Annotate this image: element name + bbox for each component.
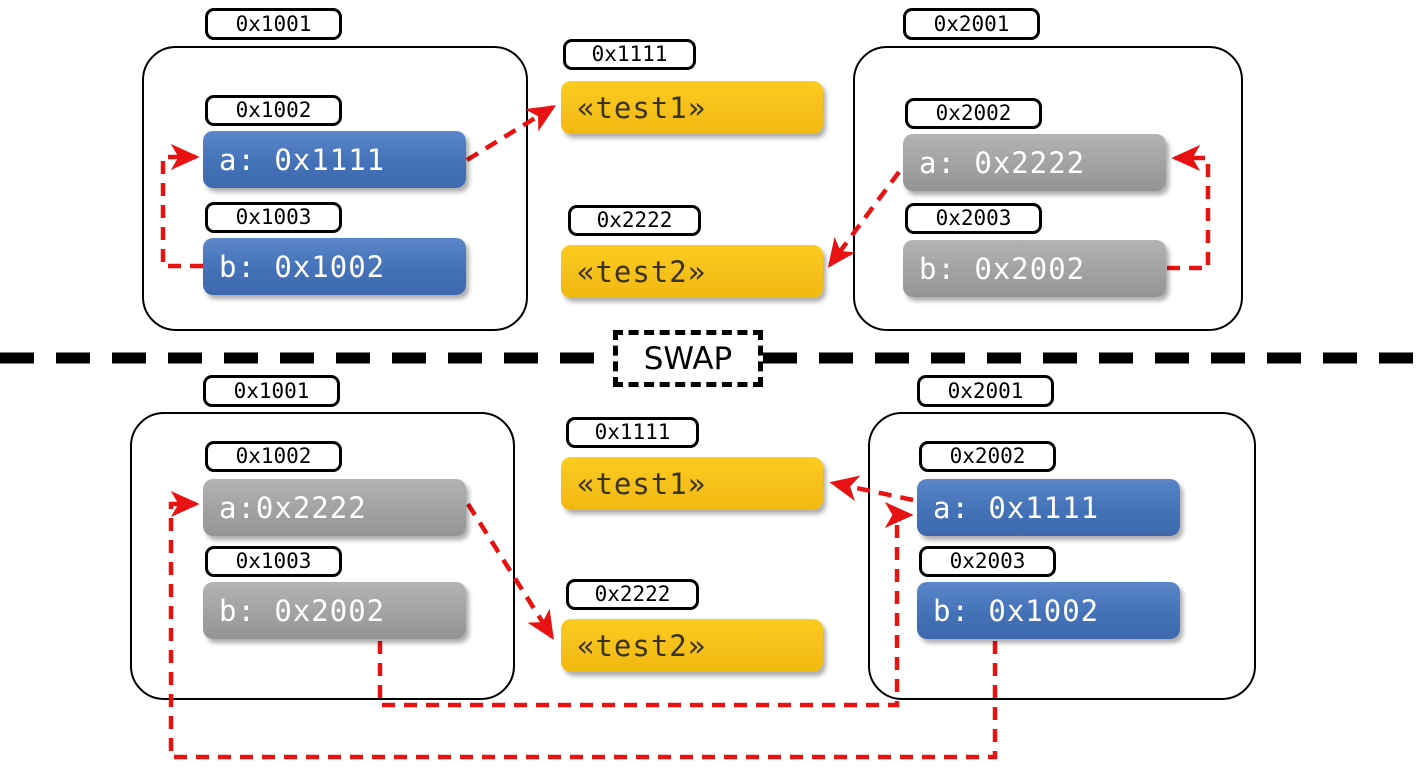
- address-tag-string-test1-before: 0x1111: [563, 39, 696, 70]
- address-tag-right-block-after: 0x2001: [917, 375, 1054, 407]
- address-tag-left-a-after: 0x1002: [205, 441, 342, 472]
- value-cell-right-a-before: a: 0x2222: [903, 134, 1166, 191]
- address-tag-string-test2-before: 0x2222: [568, 205, 701, 236]
- value-cell-left-a-after: a:0x2222: [203, 479, 466, 536]
- string-cell-test2-before: «test2»: [561, 245, 823, 298]
- address-tag-left-block-before: 0x1001: [205, 8, 342, 40]
- string-cell-test2-after: «test2»: [561, 619, 823, 672]
- value-cell-right-a-after: a: 0x1111: [917, 479, 1180, 536]
- address-tag-left-block-after: 0x1001: [203, 375, 340, 407]
- address-tag-right-b-before: 0x2003: [905, 203, 1042, 234]
- address-tag-right-b-after: 0x2003: [919, 546, 1056, 577]
- address-tag-string-test1-after: 0x1111: [566, 417, 699, 448]
- address-tag-right-a-after: 0x2002: [919, 441, 1056, 472]
- address-tag-right-a-before: 0x2002: [905, 98, 1042, 129]
- string-cell-test1-after: «test1»: [561, 457, 823, 510]
- string-cell-test1-before: «test1»: [561, 81, 823, 134]
- address-tag-left-b-before: 0x1003: [205, 202, 342, 233]
- value-cell-right-b-after: b: 0x1002: [917, 582, 1180, 639]
- value-cell-left-b-before: b: 0x1002: [203, 238, 466, 295]
- swap-label: SWAP: [613, 330, 763, 387]
- value-cell-left-a-before: a: 0x1111: [203, 131, 466, 188]
- address-tag-left-b-after: 0x1003: [205, 546, 342, 577]
- value-cell-right-b-before: b: 0x2002: [903, 240, 1166, 297]
- address-tag-left-a-before: 0x1002: [205, 95, 342, 126]
- address-tag-string-test2-after: 0x2222: [566, 579, 699, 610]
- value-cell-left-b-after: b: 0x2002: [203, 582, 466, 639]
- address-tag-right-block-before: 0x2001: [903, 8, 1040, 40]
